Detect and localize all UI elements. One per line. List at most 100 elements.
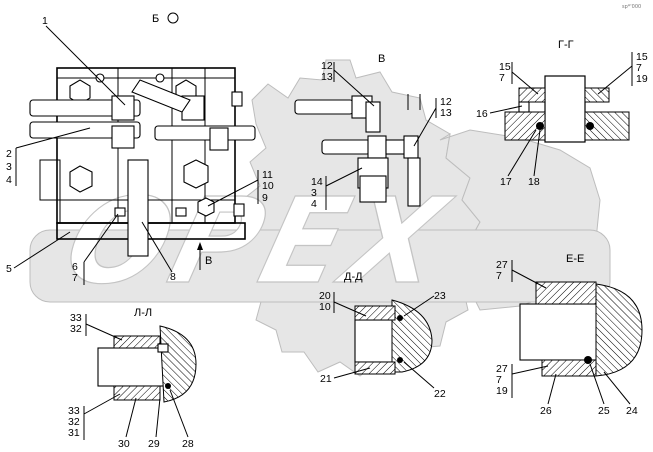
callout-13-b: 13 bbox=[440, 107, 452, 119]
callout-5: 5 bbox=[6, 263, 12, 275]
hatched-ring bbox=[354, 361, 396, 375]
hatched-bushing bbox=[518, 87, 546, 103]
callout-10-d: 10 bbox=[319, 301, 331, 313]
fitting bbox=[111, 95, 135, 121]
pipe bbox=[154, 125, 256, 141]
callout-30: 30 bbox=[118, 438, 130, 450]
left-flange bbox=[39, 159, 61, 201]
callout-15-a: 15 bbox=[499, 61, 511, 73]
section-g-g-title: Г-Г bbox=[558, 39, 574, 51]
elbow bbox=[365, 101, 381, 133]
callout-7-a: 7 bbox=[499, 72, 505, 84]
callout-9: 9 bbox=[262, 192, 268, 204]
hex-nut bbox=[69, 165, 93, 193]
view-v-arrow-label: В bbox=[205, 255, 212, 267]
angled-pipe bbox=[131, 79, 191, 113]
callout-20: 20 bbox=[319, 290, 331, 302]
callout-10: 10 bbox=[262, 180, 274, 192]
hatched-ring bbox=[113, 385, 161, 401]
section-d-d-title: Д-Д bbox=[344, 271, 363, 283]
callout-4-v: 4 bbox=[311, 198, 317, 210]
hex-nut bbox=[183, 159, 209, 189]
callout-24: 24 bbox=[626, 405, 638, 417]
callout-12-b: 12 bbox=[440, 96, 452, 108]
callout-6: 6 bbox=[72, 261, 78, 273]
seal-ring bbox=[397, 357, 403, 363]
hex-nut bbox=[69, 79, 91, 105]
callout-27-b: 27 bbox=[496, 363, 508, 375]
small-nut bbox=[114, 207, 126, 217]
callout-33-b: 33 bbox=[68, 405, 80, 417]
hex-nut bbox=[197, 197, 215, 217]
shaft bbox=[519, 303, 607, 361]
hatched-cap bbox=[159, 325, 197, 403]
view-v: В 12 13 12 13 14 3 4 bbox=[294, 53, 452, 210]
callout-31: 31 bbox=[68, 427, 80, 439]
bolt bbox=[155, 73, 165, 83]
hatched-ring bbox=[535, 281, 597, 305]
section-g-g: Г-Г 15 7 15 7 19 16 17 18 bbox=[476, 39, 648, 188]
callout-19: 19 bbox=[636, 73, 648, 85]
view-v-title: В bbox=[378, 53, 385, 65]
vertical-bar bbox=[127, 159, 149, 257]
callout-33-a: 33 bbox=[70, 312, 82, 324]
small-nut bbox=[233, 203, 245, 217]
callout-17: 17 bbox=[500, 176, 512, 188]
section-d-d: Д-Д 20 10 23 21 22 bbox=[319, 271, 446, 400]
hatched-ring bbox=[113, 335, 161, 349]
section-e-e: Е-Е 27 7 27 7 19 26 25 24 bbox=[496, 253, 643, 417]
pipe bbox=[321, 139, 371, 155]
seal-ring bbox=[397, 315, 403, 321]
callout-12-a: 12 bbox=[321, 60, 333, 72]
watermark-band bbox=[29, 229, 611, 303]
callout-7-f: 7 bbox=[496, 374, 502, 386]
callout-7-b: 7 bbox=[636, 62, 642, 74]
callout-22: 22 bbox=[434, 388, 446, 400]
seal-ring bbox=[536, 122, 544, 130]
pipe bbox=[294, 99, 354, 115]
callout-4: 4 bbox=[6, 174, 12, 186]
view-b-label: Б bbox=[152, 13, 159, 25]
hatched-cap bbox=[595, 283, 643, 377]
valve-top-edge bbox=[56, 67, 236, 79]
section-l-l-title: Л-Л bbox=[134, 307, 152, 319]
callout-19-e: 19 bbox=[496, 385, 508, 397]
main-valve-assembly bbox=[29, 67, 256, 270]
section-e-e-title: Е-Е bbox=[566, 253, 584, 265]
fitting bbox=[209, 127, 229, 151]
callout-32-b: 32 bbox=[68, 416, 80, 428]
hatched-ring bbox=[354, 305, 396, 321]
callout-11: 11 bbox=[262, 169, 273, 181]
main-labels: Б 1 2 3 4 11 10 9 5 6 7 8 В bbox=[6, 12, 274, 285]
washer bbox=[518, 101, 530, 113]
callout-14: 14 bbox=[311, 176, 323, 188]
callout-26: 26 bbox=[540, 405, 552, 417]
seal-ring bbox=[584, 356, 592, 364]
callout-29: 29 bbox=[148, 438, 160, 450]
callout-13-a: 13 bbox=[321, 71, 333, 83]
callout-18: 18 bbox=[528, 176, 540, 188]
callout-23: 23 bbox=[434, 290, 446, 302]
block bbox=[359, 175, 387, 203]
callout-25: 25 bbox=[598, 405, 610, 417]
fitting bbox=[111, 125, 135, 149]
callout-7: 7 bbox=[72, 272, 78, 284]
callout-3-v: 3 bbox=[311, 187, 317, 199]
small-nut bbox=[175, 207, 187, 217]
section-l-l: Л-Л 33 32 33 32 31 30 29 28 bbox=[68, 307, 197, 450]
fitting bbox=[367, 135, 387, 159]
callout-27-a: 27 bbox=[496, 259, 508, 271]
seal-ring bbox=[586, 122, 594, 130]
pipe-vertical bbox=[407, 157, 421, 207]
callout-32-a: 32 bbox=[70, 323, 82, 335]
shaft bbox=[544, 75, 586, 143]
corner-mark: sp*'000 bbox=[622, 4, 641, 10]
callout-15-b: 15 bbox=[636, 51, 648, 63]
fitting bbox=[231, 91, 243, 107]
hatched-ring bbox=[541, 359, 597, 377]
callout-8: 8 bbox=[170, 271, 176, 283]
callout-16: 16 bbox=[476, 108, 488, 120]
view-b-circle bbox=[167, 12, 179, 24]
